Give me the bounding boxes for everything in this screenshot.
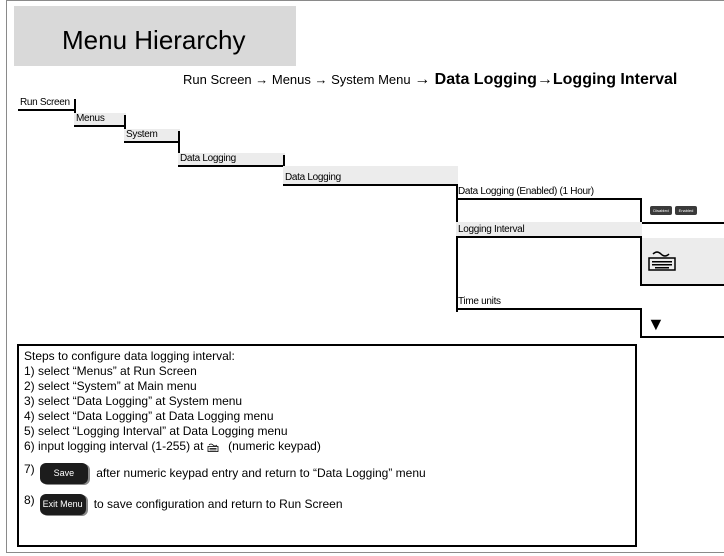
connector xyxy=(178,131,180,153)
save-button[interactable]: Save xyxy=(39,462,89,484)
connector xyxy=(640,236,642,286)
step-7-text: after numeric keypad entry and return to… xyxy=(96,465,426,480)
option-underline xyxy=(640,210,724,224)
connector xyxy=(456,184,458,312)
connector xyxy=(124,115,126,129)
step-5: 5) select “Logging Interval” at Data Log… xyxy=(24,424,288,438)
level-time-units[interactable]: Time units xyxy=(456,294,642,310)
step-8: 8) Exit Menu to save configuration and r… xyxy=(24,492,630,516)
step-6: 6) input logging interval (1-255) at (nu… xyxy=(24,439,630,454)
step-4: 4) select “Data Logging” at Data Logging… xyxy=(24,409,274,423)
toggle-buttons: Disabled Enabled xyxy=(650,206,697,215)
level-data-logging-2: Data Logging xyxy=(283,166,458,186)
step-2: 2) select “System” at Main menu xyxy=(24,379,197,393)
level-run-screen: Run Screen xyxy=(18,97,76,111)
page-title: Menu Hierarchy xyxy=(62,25,246,55)
level-data-logging-1: Data Logging xyxy=(178,153,285,167)
step-6-text: 6) input logging interval (1-255) at xyxy=(24,439,204,453)
step-8-number: 8) xyxy=(24,492,35,507)
dropdown-underline xyxy=(640,322,724,338)
breadcrumb-current: → Data Logging→Logging Interval xyxy=(414,71,678,88)
level-data-logging-enabled[interactable]: Data Logging (Enabled) (1 Hour) xyxy=(456,186,642,200)
connector xyxy=(640,200,642,224)
step-1: 1) select “Menus” at Run Screen xyxy=(24,364,197,378)
enabled-button[interactable]: Enabled xyxy=(675,206,697,215)
steps-heading: Steps to configure data logging interval… xyxy=(24,349,235,363)
title-box: Menu Hierarchy xyxy=(14,6,296,66)
diagram-frame xyxy=(6,0,724,553)
breadcrumb: Run Screen → Menus → System Menu → Data … xyxy=(183,71,677,89)
keyboard-icon xyxy=(207,443,219,452)
level-system: System xyxy=(124,129,180,143)
exit-menu-button[interactable]: Exit Menu xyxy=(39,493,86,515)
step-7-number: 7) xyxy=(24,461,35,476)
keypad-underline xyxy=(642,270,724,286)
step-7: 7) Save after numeric keypad entry and r… xyxy=(24,461,630,485)
keyboard-icon[interactable] xyxy=(647,246,677,274)
connector xyxy=(283,155,285,172)
step-8-text: to save configuration and return to Run … xyxy=(93,496,343,511)
level-logging-interval[interactable]: Logging Interval xyxy=(456,222,642,238)
steps-box: Steps to configure data logging interval… xyxy=(17,344,637,547)
triangle-down-icon[interactable]: ▼ xyxy=(647,314,665,334)
level-menus: Menus xyxy=(74,113,126,127)
breadcrumb-prefix: Run Screen → Menus → System Menu xyxy=(183,72,411,87)
step-6-suffix: (numeric keypad) xyxy=(228,439,321,453)
disabled-button[interactable]: Disabled xyxy=(650,206,672,215)
connector xyxy=(74,99,76,113)
step-3: 3) select “Data Logging” at System menu xyxy=(24,394,243,408)
connector xyxy=(640,308,642,338)
